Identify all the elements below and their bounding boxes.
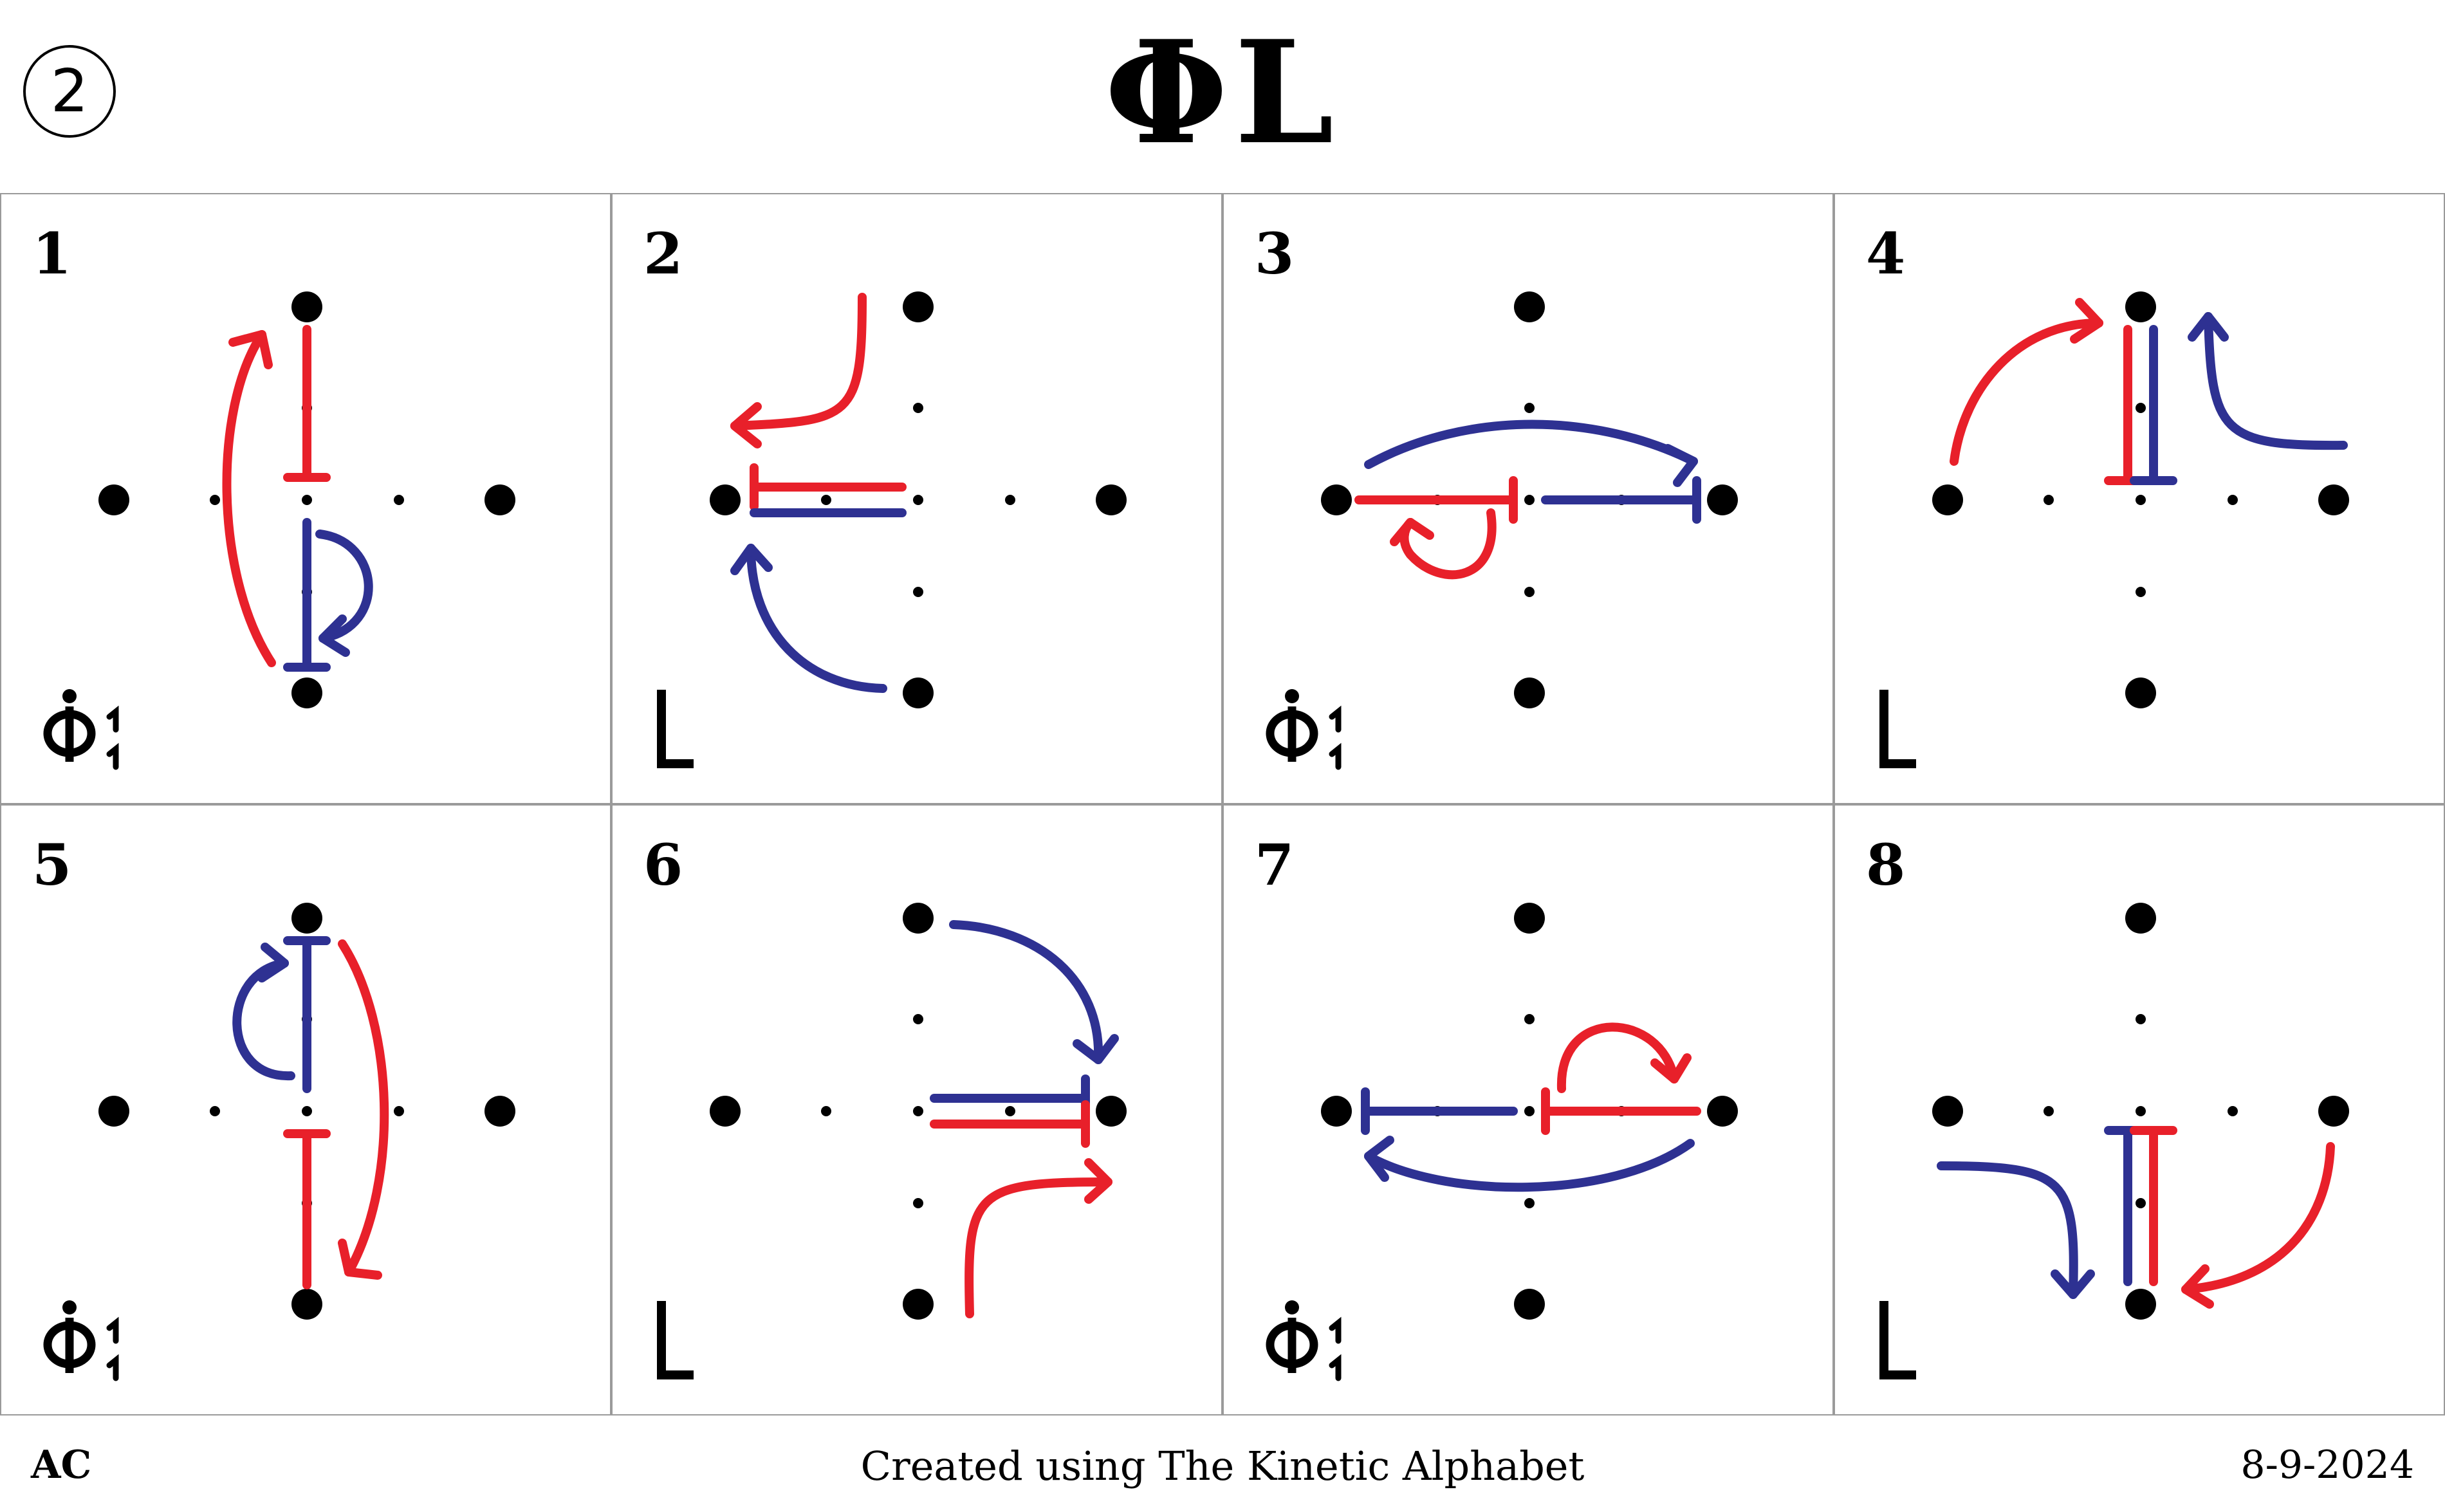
pictograph-cell-4: 4 bbox=[1834, 193, 2445, 804]
phi-notation bbox=[1266, 689, 1342, 770]
pictograph-1 bbox=[98, 291, 515, 708]
credit-text: Created using The Kinetic Alphabet bbox=[860, 1443, 1585, 1489]
pictograph-grid: 1 bbox=[0, 193, 2445, 1415]
cell-number: 6 bbox=[643, 831, 683, 898]
pictograph-cell-7: 7 bbox=[1222, 804, 1834, 1415]
cell-number: 4 bbox=[1866, 220, 1906, 287]
date-text: 8-9-2024 bbox=[2240, 1443, 2414, 1488]
pictograph-6 bbox=[710, 903, 1127, 1320]
page-title: ΦL bbox=[1104, 9, 1341, 176]
l-notation bbox=[657, 1301, 694, 1379]
pictograph-cell-8: 8 bbox=[1834, 804, 2445, 1415]
cell-number: 2 bbox=[643, 220, 683, 287]
phi-notation bbox=[43, 689, 119, 770]
blue-arrow bbox=[315, 530, 373, 657]
cell-number: 1 bbox=[32, 220, 72, 287]
pictograph-5 bbox=[98, 903, 515, 1320]
phi-notation bbox=[43, 1300, 119, 1381]
page-number-badge: 2 bbox=[23, 45, 116, 138]
cell-number: 3 bbox=[1255, 220, 1295, 287]
l-notation bbox=[1879, 690, 1916, 768]
l-notation bbox=[1879, 1301, 1916, 1379]
pictograph-cell-5: 5 bbox=[0, 804, 611, 1415]
pictograph-2 bbox=[710, 291, 1127, 708]
red-staff bbox=[283, 325, 331, 482]
pictograph-3 bbox=[1321, 291, 1738, 708]
pictograph-cell-3: 3 bbox=[1222, 193, 1834, 804]
cell-number: 8 bbox=[1866, 831, 1906, 898]
red-arrow bbox=[222, 330, 276, 667]
pictograph-cell-6: 6 bbox=[611, 804, 1222, 1415]
author-initials: AC bbox=[31, 1443, 92, 1488]
grid-points bbox=[98, 291, 515, 708]
pictograph-4 bbox=[1932, 291, 2349, 708]
pictograph-8 bbox=[1932, 903, 2349, 1320]
cell-number: 5 bbox=[32, 831, 72, 898]
footer: AC Created using The Kinetic Alphabet 8-… bbox=[0, 1415, 2445, 1512]
cell-number: 7 bbox=[1255, 831, 1295, 898]
pictograph-cell-2: 2 bbox=[611, 193, 1222, 804]
header: 2 ΦL bbox=[0, 0, 2445, 193]
pictograph-cell-1: 1 bbox=[0, 193, 611, 804]
l-notation bbox=[657, 690, 694, 768]
phi-notation bbox=[1266, 1300, 1342, 1381]
blue-staff bbox=[283, 518, 331, 672]
pictograph-7 bbox=[1321, 903, 1738, 1320]
